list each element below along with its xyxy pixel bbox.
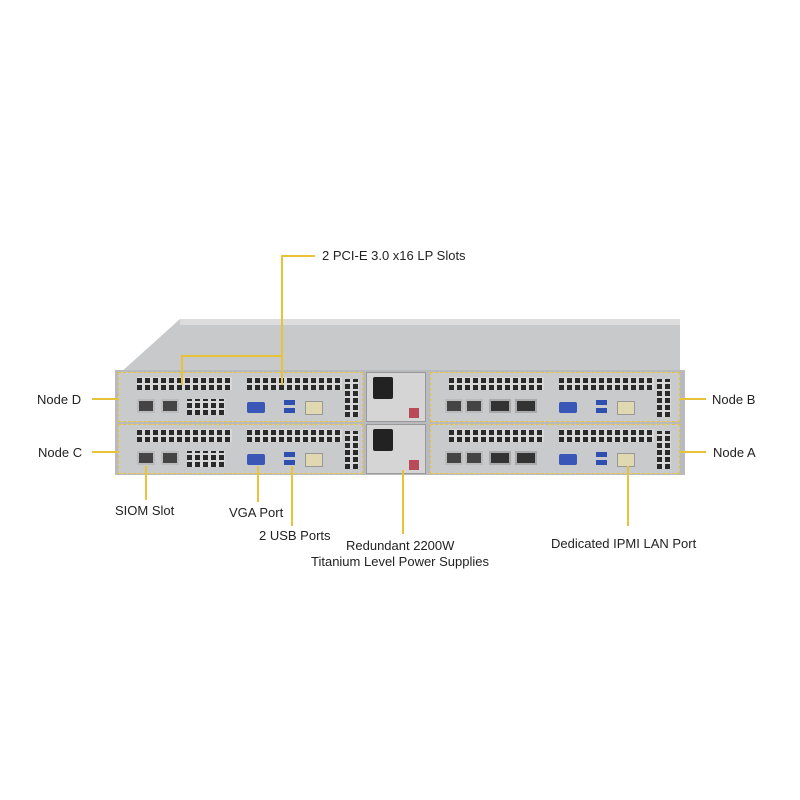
callout-line-vga — [257, 466, 259, 502]
label-siom-slot: SIOM Slot — [115, 503, 175, 518]
callout-line-usb — [291, 466, 293, 526]
lan-port — [465, 451, 483, 465]
usb-port — [284, 400, 295, 405]
usb-port — [596, 460, 607, 465]
node-d — [118, 372, 363, 422]
pcie-slot-1 — [137, 429, 232, 442]
vent — [187, 399, 225, 415]
usb-port — [284, 408, 295, 413]
pcie-slot-1 — [449, 377, 544, 390]
sfp-port — [489, 451, 511, 465]
node-c — [118, 424, 363, 474]
label-usb-ports: 2 USB Ports — [259, 528, 331, 543]
lan-port — [465, 399, 483, 413]
label-pcie-slots: 2 PCI-E 3.0 x16 LP Slots — [322, 248, 466, 263]
callout-line-siom — [145, 466, 147, 500]
label-node-d: Node D — [37, 392, 82, 407]
vga-port — [559, 402, 577, 413]
usb-port — [596, 400, 607, 405]
vent — [657, 431, 671, 469]
label-vga-port: VGA Port — [229, 505, 284, 520]
siom-lan-port — [161, 451, 179, 465]
vga-port — [247, 454, 265, 465]
vent — [345, 379, 359, 417]
vent — [345, 431, 359, 469]
sfp-port — [515, 451, 537, 465]
pcie-slot-1 — [449, 429, 544, 442]
label-node-c: Node C — [38, 445, 83, 460]
release-tab — [409, 408, 419, 418]
power-inlet-icon — [373, 377, 393, 399]
node-a — [430, 424, 680, 474]
pcie-slot-2 — [559, 377, 654, 390]
release-tab — [409, 460, 419, 470]
pcie-slot-2 — [559, 429, 654, 442]
node-b — [430, 372, 680, 422]
label-ipmi-port: Dedicated IPMI LAN Port — [551, 536, 697, 551]
ipmi-port — [617, 401, 635, 415]
pcie-slot-1 — [137, 377, 232, 390]
callout-line-node-d — [92, 398, 118, 400]
lan-port — [161, 399, 179, 413]
vent — [657, 379, 671, 417]
callout-line-psu — [402, 470, 404, 534]
label-node-b: Node B — [712, 392, 756, 407]
lan-port — [445, 399, 463, 413]
pcie-slot-2 — [247, 377, 342, 390]
callout-line-node-c — [92, 451, 118, 453]
callout-line-pcie — [281, 255, 283, 385]
callout-line-ipmi — [627, 466, 629, 526]
callout-line-pcie — [181, 355, 183, 385]
callout-line-node-a — [680, 451, 706, 453]
label-psu-line2: Titanium Level Power Supplies — [311, 554, 489, 569]
callout-line-pcie — [181, 355, 283, 357]
label-psu-line1: Redundant 2200W — [346, 538, 455, 553]
lan-port — [445, 451, 463, 465]
sfp-port — [515, 399, 537, 413]
chassis-top — [120, 319, 680, 373]
pcie-slot-2 — [247, 429, 342, 442]
usb-port — [284, 452, 295, 457]
power-supply-1 — [366, 372, 426, 422]
ipmi-port — [305, 401, 323, 415]
sfp-port — [489, 399, 511, 413]
ipmi-port — [617, 453, 635, 467]
label-node-a: Node A — [713, 445, 756, 460]
power-supply-2 — [366, 424, 426, 474]
vga-port — [247, 402, 265, 413]
power-inlet-icon — [373, 429, 393, 451]
callout-line-pcie — [281, 255, 315, 257]
lan-port — [137, 399, 155, 413]
usb-port — [284, 460, 295, 465]
usb-port — [596, 452, 607, 457]
vga-port — [559, 454, 577, 465]
siom-lan-port — [137, 451, 155, 465]
ipmi-port — [305, 453, 323, 467]
vent — [187, 451, 225, 467]
usb-port — [596, 408, 607, 413]
callout-line-node-b — [680, 398, 706, 400]
